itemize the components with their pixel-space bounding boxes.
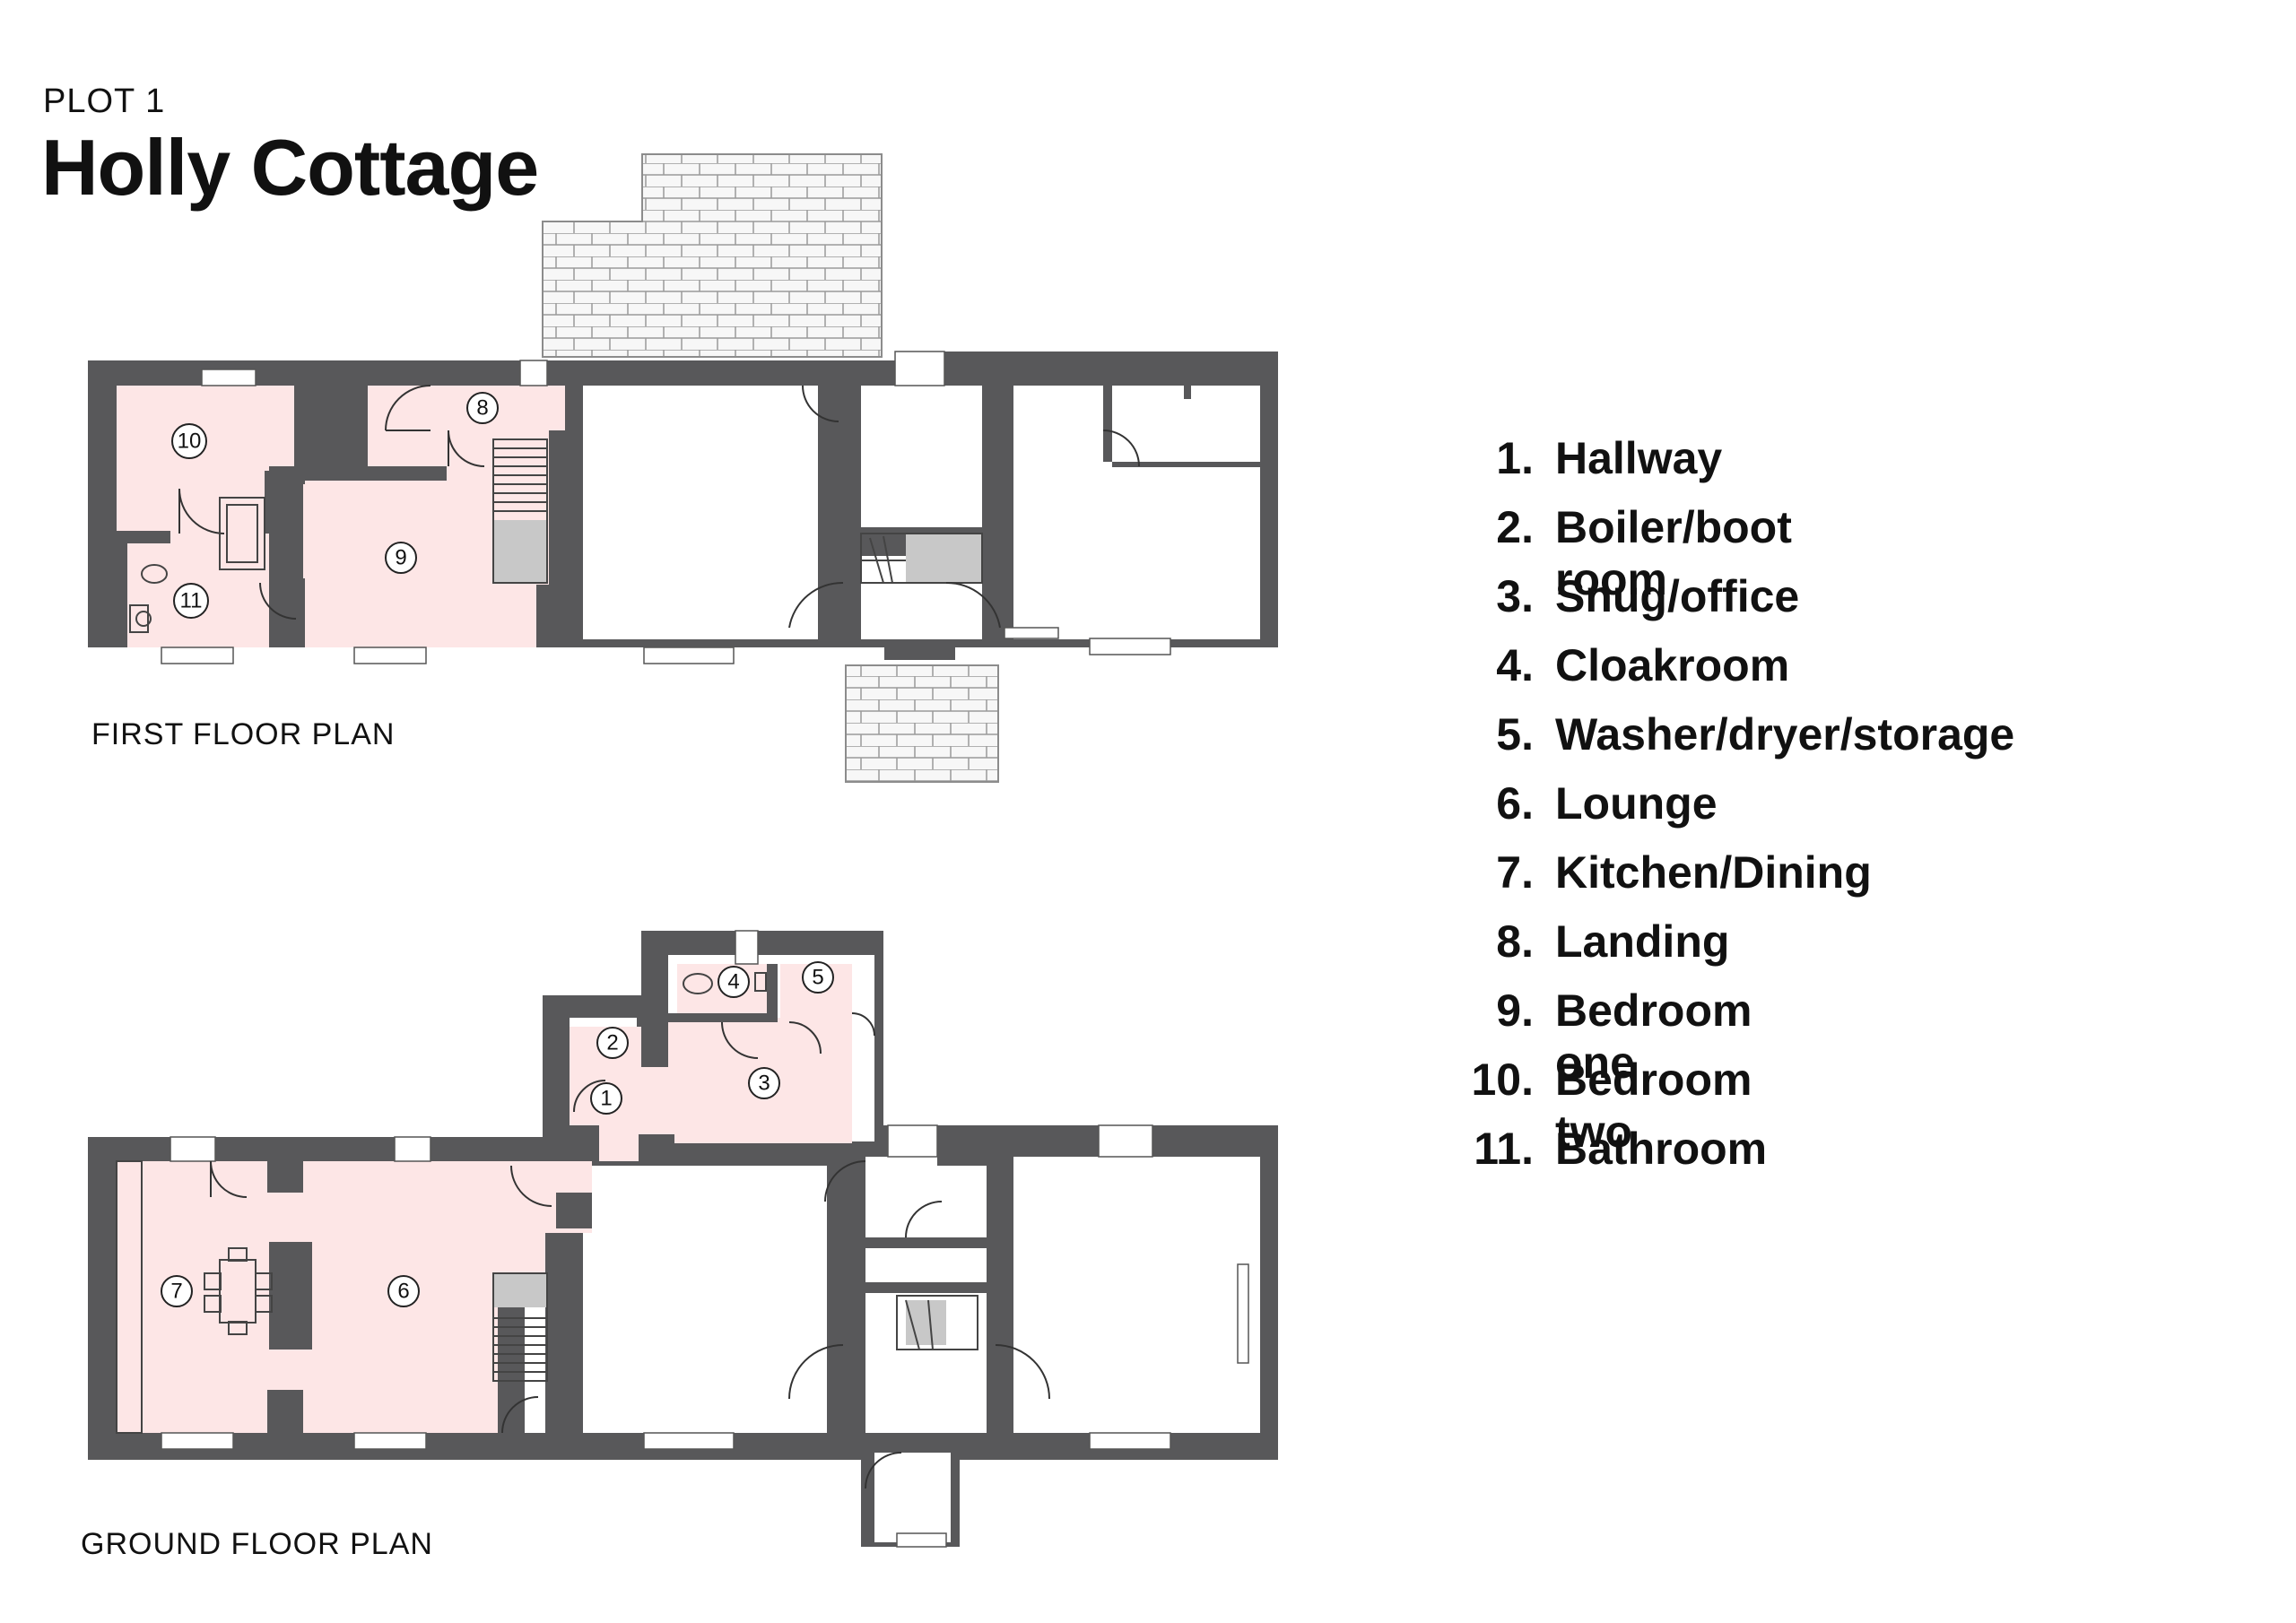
room-label-10: 10 [171, 423, 207, 459]
legend-number: 2. [1496, 502, 1534, 552]
room-label-10-text: 10 [178, 430, 202, 454]
stair-landing [493, 520, 547, 583]
room-label-1-text: 1 [600, 1087, 612, 1111]
room-label-7-text: 7 [170, 1280, 182, 1304]
legend-room-name: Landing [1555, 916, 1730, 967]
ground-floor-caption: GROUND FLOOR PLAN [81, 1527, 433, 1561]
room-kitchen-dining-7 [117, 1161, 267, 1433]
room-label-11: 11 [173, 583, 209, 619]
legend-number: 11. [1474, 1124, 1534, 1174]
legend-number: 3. [1496, 571, 1534, 621]
legend-room-name: Snug/office [1555, 571, 1800, 621]
legend-room-name: Boiler/boot room [1555, 502, 1792, 604]
legend-room-name: Cloakroom [1555, 640, 1790, 690]
room-label-9-text: 9 [395, 546, 406, 570]
room-bedroom-two-10 [117, 386, 294, 534]
legend-number: 6. [1496, 778, 1534, 829]
page-title: Holly Cottage [41, 123, 539, 212]
room-label-6-text: 6 [397, 1280, 409, 1304]
legend-number: 5. [1496, 709, 1534, 759]
room-label-4-text: 4 [727, 970, 739, 994]
legend-number: 4. [1496, 640, 1534, 690]
legend-number: 1. [1496, 433, 1534, 483]
room-label-8-text: 8 [476, 396, 488, 421]
room-lounge-6 [300, 1161, 545, 1433]
legend-room-name: Bedroom one [1555, 985, 1752, 1088]
room-label-6: 6 [387, 1275, 420, 1307]
room-label-2: 2 [596, 1027, 629, 1059]
paving-area-bottom [845, 664, 999, 783]
plot-label: PLOT 1 [43, 82, 166, 120]
first-floor-caption: FIRST FLOOR PLAN [91, 717, 396, 751]
room-label-3-text: 3 [758, 1072, 770, 1096]
legend-room-name: Hallway [1555, 433, 1723, 483]
legend-number: 7. [1496, 847, 1534, 898]
legend-number: 10. [1471, 1055, 1534, 1105]
legend-room-name: Kitchen/Dining [1555, 847, 1872, 898]
room-bedroom-one-9 [303, 471, 536, 647]
room-label-1: 1 [590, 1082, 622, 1115]
legend-room-name: Bathroom [1555, 1124, 1768, 1174]
ground-floor-plan: 1 2 3 4 5 6 7 [88, 930, 1278, 1548]
room-label-5-text: 5 [812, 966, 823, 990]
legend-room-name: Washer/dryer/storage [1555, 709, 2015, 759]
room-label-3: 3 [748, 1067, 780, 1099]
legend-number: 9. [1496, 985, 1534, 1036]
room-label-8: 8 [466, 392, 499, 424]
first-floor-plan: 8 9 10 11 [88, 153, 1278, 783]
room-label-4: 4 [718, 966, 750, 998]
room-label-11-text: 11 [180, 589, 203, 613]
room-label-5: 5 [802, 961, 834, 994]
room-label-7: 7 [161, 1275, 193, 1307]
room-label-2-text: 2 [606, 1031, 618, 1055]
legend-room-name: Lounge [1555, 778, 1718, 829]
legend-number: 8. [1496, 916, 1534, 967]
room-label-9: 9 [385, 542, 417, 574]
paving-area-top [542, 153, 883, 358]
legend-room-name: Bedroom two [1555, 1055, 1752, 1157]
